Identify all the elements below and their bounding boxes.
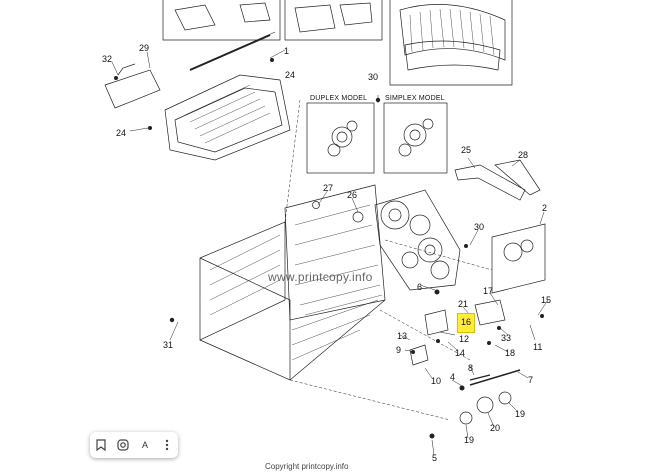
more-vert-icon (165, 439, 169, 451)
callout-24b: 24 (116, 128, 127, 138)
translate-button[interactable]: A (136, 436, 154, 454)
callout-6: 6 (417, 282, 423, 292)
bottom-caption: Copyright printcopy.info (265, 462, 349, 471)
callout-21: 21 (458, 299, 469, 309)
lens-button[interactable] (114, 436, 132, 454)
callout-13: 13 (397, 331, 408, 341)
callout-15: 15 (541, 295, 552, 305)
watermark: www.printcopy.info (268, 270, 373, 284)
callout-14: 14 (455, 348, 466, 358)
duplex-model-label: DUPLEX MODEL (310, 95, 368, 102)
callout-19b: 19 (515, 409, 526, 419)
image-action-toolbar: A (90, 432, 178, 458)
callout-30a: 30 (368, 72, 379, 82)
callout-2: 2 (542, 203, 548, 213)
callout-28: 28 (518, 150, 529, 160)
callout-5: 5 (432, 453, 438, 463)
callout-30b: 30 (474, 222, 485, 232)
callout-29: 29 (139, 43, 150, 53)
callout-24a: 24 (285, 70, 296, 80)
callout-27: 27 (323, 183, 334, 193)
lens-icon (117, 439, 129, 451)
callout-32: 32 (102, 54, 113, 64)
callout-8: 8 (468, 363, 474, 373)
callout-25: 25 (461, 145, 472, 155)
highlighted-callout-16: 16 (457, 313, 475, 333)
callout-20: 20 (490, 423, 501, 433)
callout-18: 18 (505, 348, 516, 358)
translate-icon: A (141, 440, 148, 450)
callout-11: 11 (533, 342, 543, 352)
callout-7: 7 (528, 375, 534, 385)
callout-1: 1 (284, 46, 290, 56)
bookmark-button[interactable] (92, 436, 110, 454)
callout-19a: 19 (464, 435, 475, 445)
callout-16-label: 16 (461, 317, 472, 327)
callout-17: 17 (483, 286, 494, 296)
more-options-button[interactable] (158, 436, 176, 454)
simplex-model-label: SIMPLEX MODEL (385, 95, 445, 102)
bookmark-icon (96, 439, 106, 451)
callout-10: 10 (431, 376, 442, 386)
callout-9: 9 (396, 345, 402, 355)
callout-26: 26 (347, 190, 358, 200)
callout-4: 4 (450, 372, 456, 382)
callout-33: 33 (501, 333, 512, 343)
callout-31: 31 (163, 340, 174, 350)
callout-12: 12 (459, 334, 470, 344)
